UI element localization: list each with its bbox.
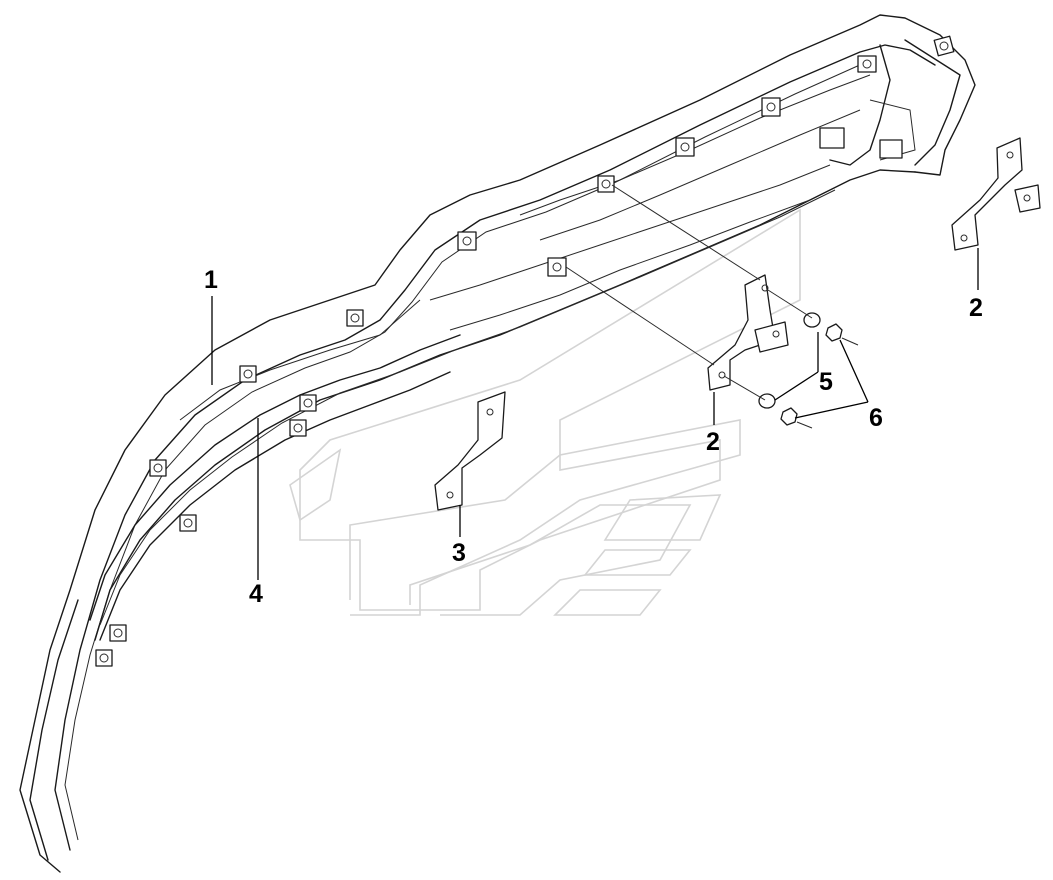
bracket-3	[434, 391, 506, 511]
callout-3: 3	[452, 539, 466, 567]
callout-2-center: 2	[706, 428, 720, 456]
leader-lines	[211, 184, 979, 580]
callout-2-right: 2	[969, 294, 983, 322]
bracket-right	[951, 137, 1041, 251]
washers-and-nuts	[758, 312, 859, 429]
callout-6: 6	[869, 404, 883, 432]
callout-1: 1	[204, 266, 218, 294]
watermark-logo	[289, 208, 801, 616]
callout-5: 5	[819, 368, 833, 396]
mounting-studs	[95, 35, 955, 667]
bracket-center	[707, 274, 789, 391]
callout-4: 4	[249, 580, 263, 608]
bumper-cover	[19, 14, 976, 873]
